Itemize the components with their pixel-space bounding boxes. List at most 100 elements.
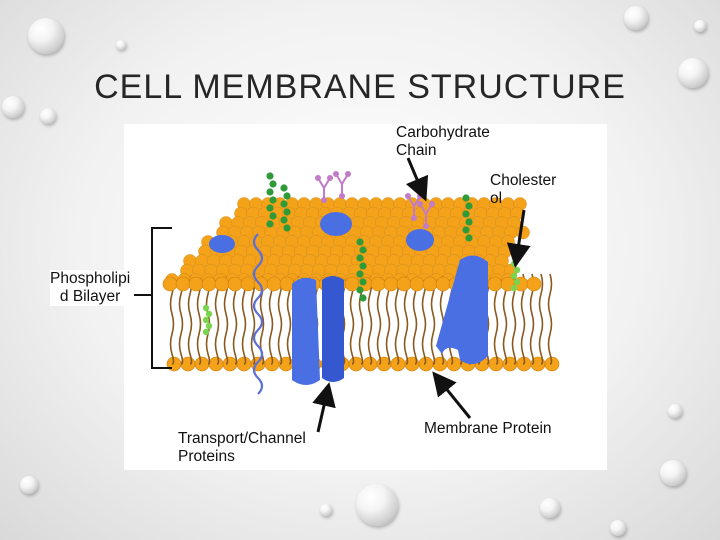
phosphate-head xyxy=(517,226,530,239)
phosphate-head xyxy=(436,277,450,291)
surface-protein xyxy=(209,235,235,253)
phosphate-head xyxy=(397,277,411,291)
cholesterol-molecule xyxy=(206,323,212,329)
glycolipid-chain-bead xyxy=(462,210,469,217)
glycolipid-chain-bead xyxy=(266,172,273,179)
glycolipid-chain-bead xyxy=(465,234,472,241)
carbohydrate-bead xyxy=(315,175,321,181)
phosphate-head xyxy=(488,277,502,291)
cholesterol-molecule xyxy=(206,311,212,317)
glycolipid-chain-bead xyxy=(266,204,273,211)
label-phospholipid-bilayer: Phospholipi d Bilayer xyxy=(50,270,130,306)
water-drop xyxy=(694,20,706,32)
phosphate-head xyxy=(384,277,398,291)
phosphate-head xyxy=(181,357,195,371)
phosphate-head xyxy=(371,277,385,291)
cholesterol-molecule xyxy=(203,317,209,323)
carbohydrate-bead xyxy=(417,193,423,199)
glycolipid-chain-bead xyxy=(283,192,290,199)
glycolipid-chain-bead xyxy=(465,218,472,225)
phosphate-head xyxy=(202,277,216,291)
phosphate-head xyxy=(511,245,524,258)
cholesterol-molecule xyxy=(514,267,520,273)
label-cholesterol: Cholester ol xyxy=(490,172,556,208)
water-drop xyxy=(610,520,626,536)
glycolipid-chain-bead xyxy=(280,184,287,191)
phosphate-head xyxy=(215,277,229,291)
phosphate-head xyxy=(163,277,177,291)
carbohydrate-bead xyxy=(411,215,417,221)
glycolipid-chain-bead xyxy=(283,208,290,215)
glycolipid-chain-bead xyxy=(269,212,276,219)
carbohydrate-chain xyxy=(336,174,348,196)
cholesterol-molecule xyxy=(203,329,209,335)
glycolipid-chain-bead xyxy=(359,294,366,301)
phosphate-head xyxy=(433,357,447,371)
surface-protein xyxy=(406,229,434,251)
carbohydrate-chain xyxy=(318,178,330,200)
phosphate-head xyxy=(349,357,363,371)
glycolipid-chain-bead xyxy=(359,246,366,253)
carbohydrate-bead xyxy=(429,201,435,207)
carbohydrate-bead xyxy=(405,193,411,199)
glycolipid-chain-bead xyxy=(269,180,276,187)
phosphate-head xyxy=(189,277,203,291)
water-drop xyxy=(668,404,682,418)
water-drop xyxy=(20,476,38,494)
water-drop xyxy=(116,40,126,50)
phosphate-head xyxy=(267,277,281,291)
carbohydrate-bead xyxy=(321,197,327,203)
phosphate-head xyxy=(195,357,209,371)
glycolipid-chain-bead xyxy=(359,262,366,269)
cholesterol-molecule xyxy=(203,305,209,311)
water-drop xyxy=(28,18,64,54)
water-drop xyxy=(540,498,560,518)
phosphate-head xyxy=(410,277,424,291)
surface-protein xyxy=(320,212,352,236)
glycolipid-chain-bead xyxy=(280,216,287,223)
glycolipid-chain-bead xyxy=(283,224,290,231)
phosphate-head xyxy=(241,277,255,291)
carbohydrate-bead xyxy=(327,175,333,181)
carbohydrate-bead xyxy=(417,201,423,207)
water-drop xyxy=(40,108,56,124)
water-drop xyxy=(320,504,332,516)
label-carbohydrate-chain: Carbohydrate Chain xyxy=(396,124,490,160)
carbohydrate-bead xyxy=(339,193,345,199)
label-membrane-protein: Membrane Protein xyxy=(424,420,552,438)
glycolipid-chain-bead xyxy=(266,220,273,227)
slide-title: CELL MEMBRANE STRUCTURE xyxy=(0,68,720,107)
channel-protein xyxy=(322,276,344,382)
lipid-tail xyxy=(549,274,552,364)
glycolipid-chain-bead xyxy=(359,278,366,285)
channel-protein xyxy=(292,278,320,385)
cholesterol-molecule xyxy=(511,273,517,279)
cholesterol-molecule xyxy=(514,279,520,285)
phosphate-head xyxy=(176,277,190,291)
glycolipid-chain-bead xyxy=(462,194,469,201)
glycolipid-chain-bead xyxy=(269,196,276,203)
phosphate-head xyxy=(228,277,242,291)
cholesterol-molecule xyxy=(511,261,517,267)
phosphate-head xyxy=(280,277,294,291)
carbohydrate-bead xyxy=(345,171,351,177)
glycolipid-chain-bead xyxy=(462,226,469,233)
glycolipid-chain-bead xyxy=(465,202,472,209)
phosphate-head xyxy=(223,357,237,371)
phosphate-head xyxy=(423,277,437,291)
water-drop xyxy=(624,6,648,30)
glycolipid-chain-bead xyxy=(356,238,363,245)
carbohydrate-bead xyxy=(333,171,339,177)
glycolipid-chain-bead xyxy=(356,270,363,277)
phosphate-head xyxy=(447,357,461,371)
phosphate-head xyxy=(527,277,541,291)
cholesterol-molecule xyxy=(511,285,517,291)
label-transport-proteins: Transport/Channel Proteins xyxy=(178,430,306,466)
glycolipid-chain-bead xyxy=(280,200,287,207)
glycolipid-chain-bead xyxy=(266,188,273,195)
carbohydrate-bead xyxy=(423,223,429,229)
water-drop xyxy=(356,484,398,526)
glycolipid-chain-bead xyxy=(356,286,363,293)
phosphate-head xyxy=(209,357,223,371)
glycolipid-chain-bead xyxy=(356,254,363,261)
